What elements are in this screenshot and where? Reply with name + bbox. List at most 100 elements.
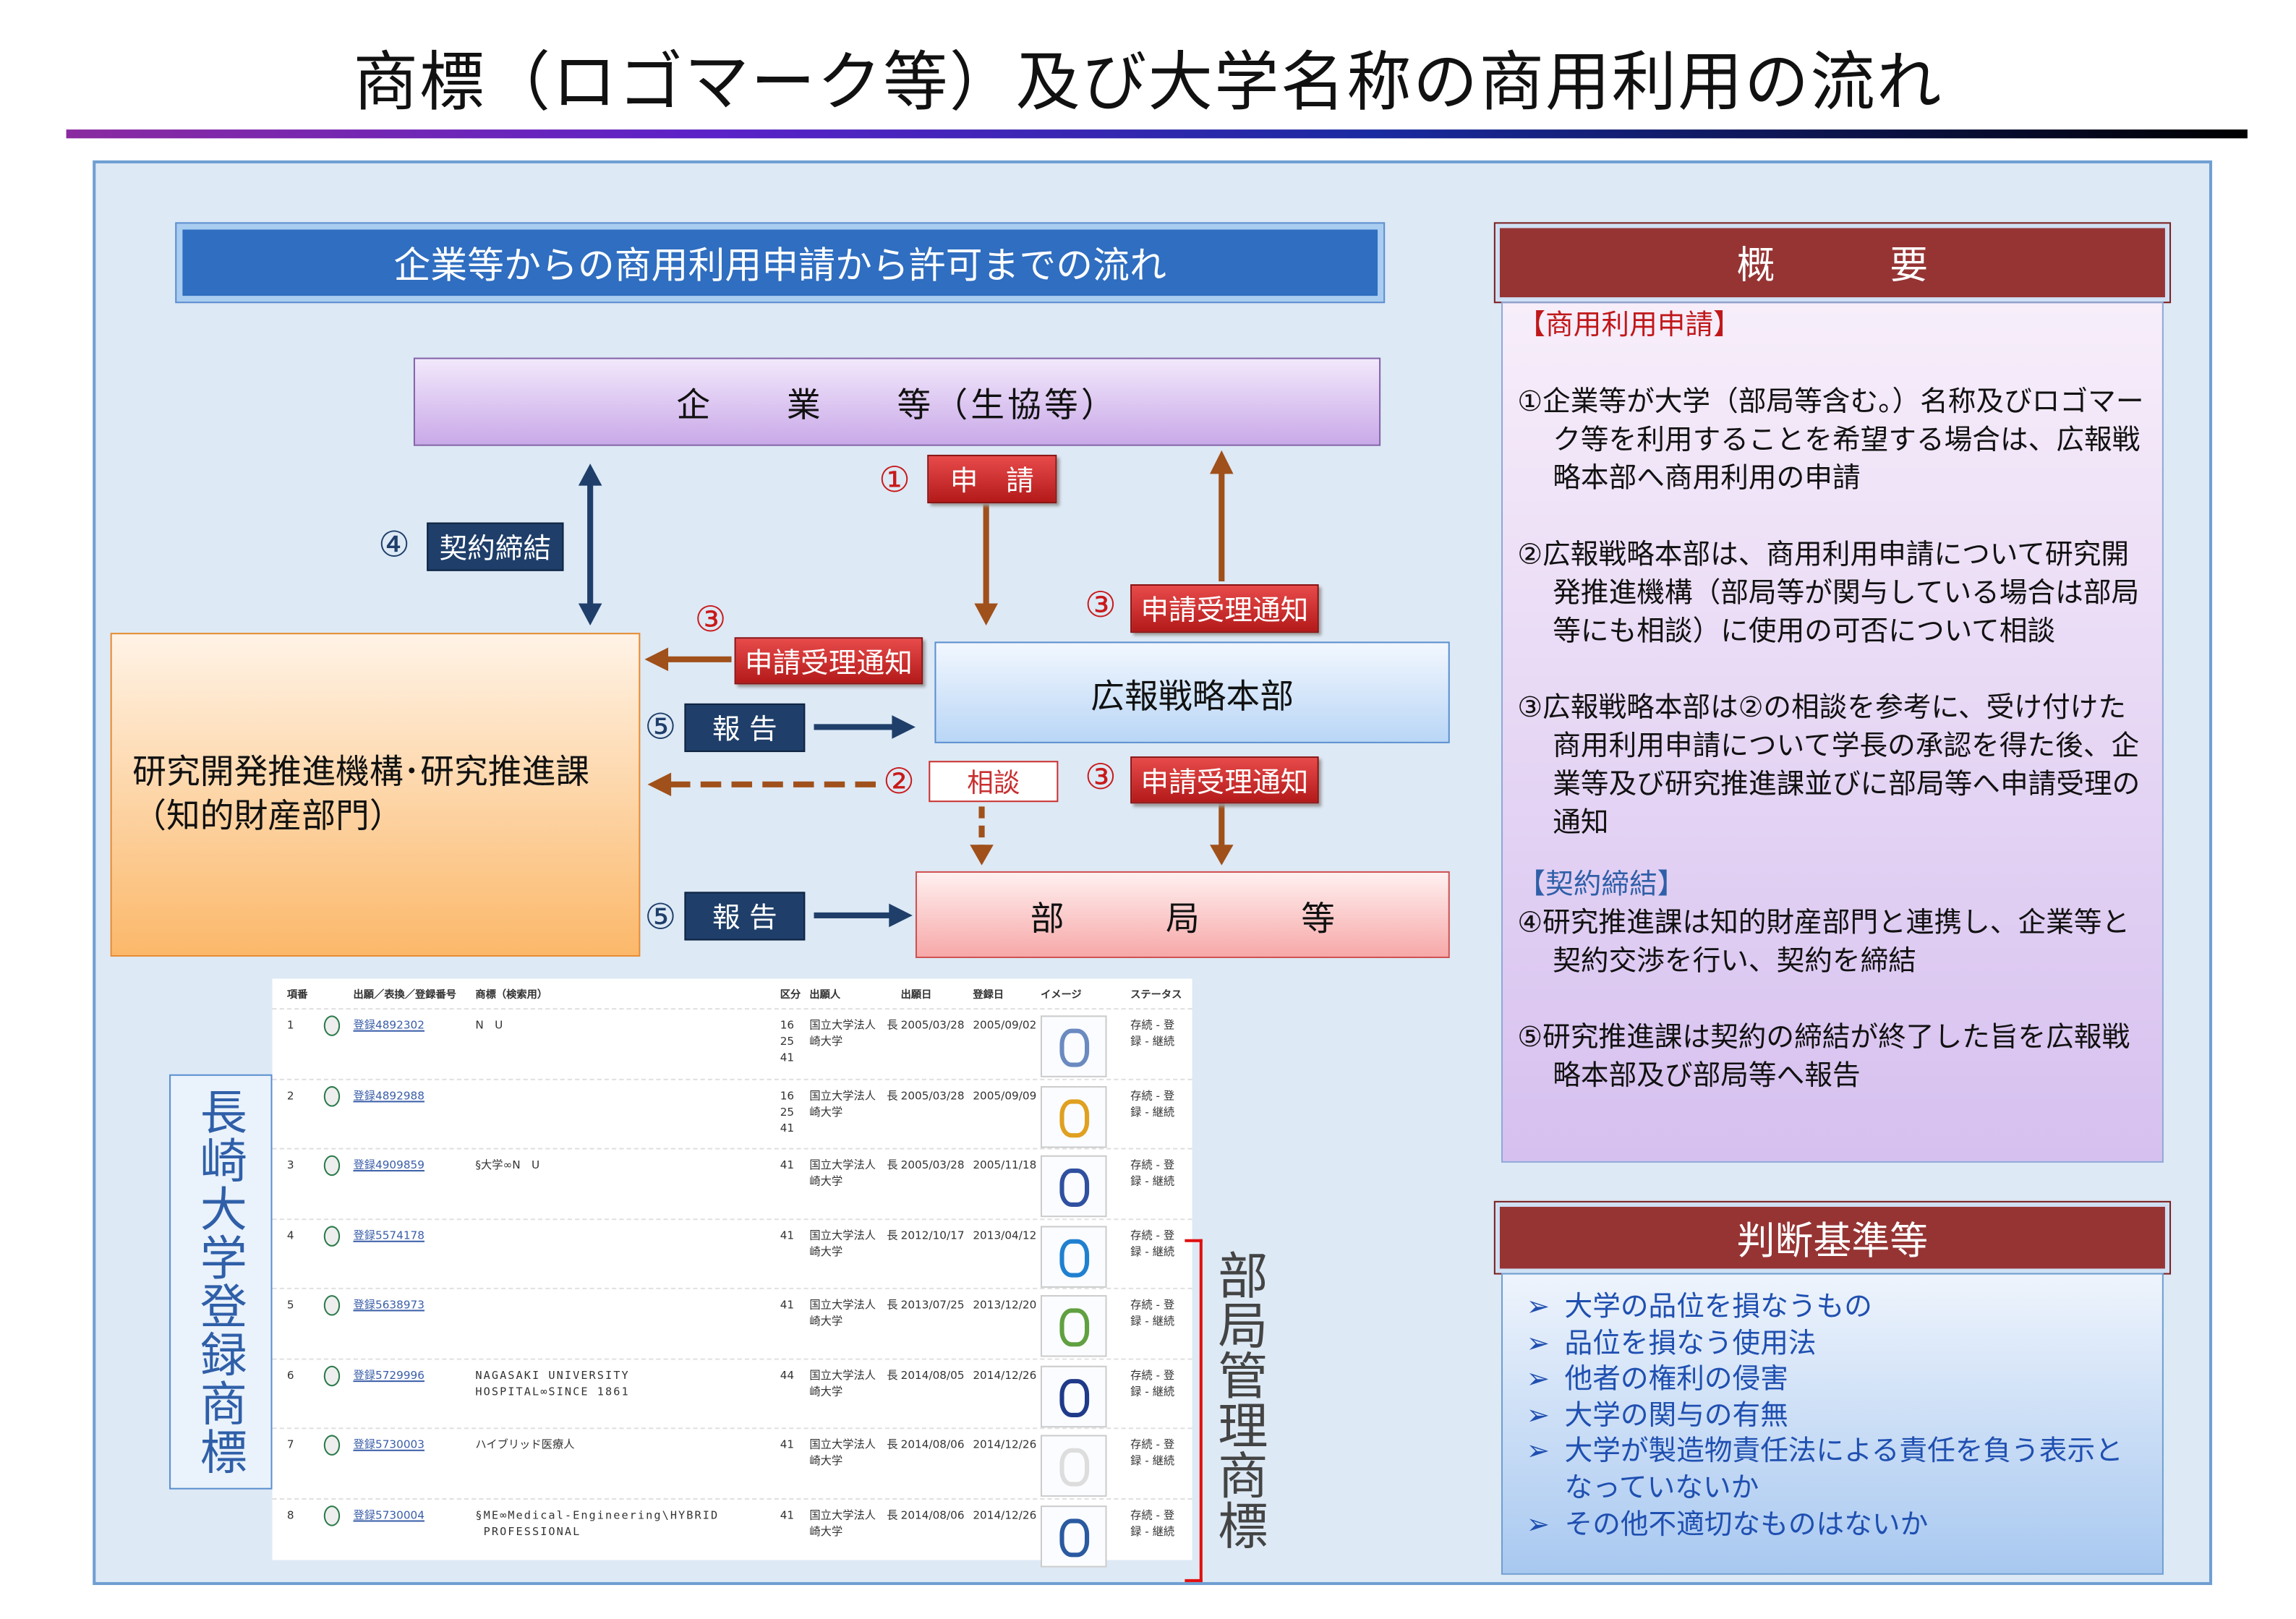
research-dept-name: 研究開発推進機構･研究推進課 [132,753,590,792]
trademark-image [1040,1435,1107,1497]
bracket [1185,1239,1203,1582]
research-dept-box: 研究開発推進機構･研究推進課 （知的財産部門） [110,633,641,957]
step3-notify-tag: 申請受理通知 [734,637,923,685]
trademark-table: 項番 出願／表換／登録番号 商標（検索用） 区分 出願人 出願日 登録日 イメー… [272,978,1192,1567]
arrow-notify-company [1210,450,1234,581]
arrow-report-bottom [814,903,913,928]
overview-step4: ④研究推進課は知的財産部門と連携し、企業等と契約交渉を行い、契約を締結 [1517,906,2130,978]
cell-filed: 2014/08/05 [900,1367,965,1382]
cell-no: 5 [286,1298,294,1312]
cell-registered: 2005/09/02 [973,1018,1037,1032]
trademark-image [1040,1295,1107,1357]
cell-no: 4 [286,1228,294,1242]
trademark-image [1040,1505,1107,1567]
cell-app: 国立大学法人 長 崎大学 [809,1158,898,1188]
cell-status: 存続 - 登 録 - 継続 [1130,1158,1175,1188]
col-header: 登録日 [973,988,1004,1001]
cell-cls: 16 25 41 [780,1018,795,1064]
registration-seal-icon [323,1505,341,1526]
section-contract: 【契約締結】 [1517,868,1686,901]
cell-registered: 2014/12/26 [973,1438,1037,1451]
section-application: 【商用利用申請】 [1517,309,1741,342]
cell-reg[interactable]: 登録4909859 [353,1158,424,1172]
col-header: 出願／表換／登録番号 [353,988,456,1001]
cell-app: 国立大学法人 長 崎大学 [809,1018,898,1048]
cell-app: 国立大学法人 長 崎大学 [809,1088,898,1118]
departments-box: 部 局 等 [915,871,1450,958]
cell-reg[interactable]: 登録5729996 [353,1367,424,1382]
trademark-image [1040,1364,1107,1427]
table-row: 6 登録5729996 NAGASAKI UNIVERSITY HOSPITAL∞S… [272,1357,1192,1427]
cell-reg[interactable]: 登録5730003 [353,1438,424,1451]
cell-filed: 2013/07/25 [900,1298,965,1312]
company-box: 企 業 等（生協等） [413,357,1381,446]
overview-header: 概 要 [1493,222,2172,304]
cell-status: 存続 - 登 録 - 継続 [1130,1508,1175,1537]
cell-mark: NAGASAKI UNIVERSITY HOSPITAL∞SINCE 1861 [475,1367,630,1398]
cell-no: 8 [286,1508,294,1521]
step2-consult-tag: 相談 [929,761,1059,803]
overview-step1: ①企業等が大学（部局等含む。）名称及びロゴマーク等を利用することを希望する場合は… [1517,385,2144,495]
arrow-apply-down [974,503,998,626]
cell-no: 2 [286,1088,294,1102]
overview-step3: ③広報戦略本部は②の相談を参考に、受け付けた商用利用申請について学長の承認を得た… [1517,691,2141,840]
cell-registered: 2013/12/20 [973,1298,1037,1312]
criteria-item: ➢大学の品位を損なうもの [1527,1289,2139,1325]
cell-app: 国立大学法人 長 崎大学 [809,1367,898,1398]
cell-registered: 2005/11/18 [973,1158,1037,1172]
arrow-notify-research [644,647,732,672]
criteria-text: 他者の権利の侵害 [1564,1363,1788,1396]
title-divider [66,129,2248,139]
cell-filed: 2005/03/28 [900,1018,965,1032]
step3-notify-tag: 申請受理通知 [1130,756,1319,804]
step1-number: ① [879,459,910,501]
cell-mark: N U [475,1018,503,1032]
arrow-bullet-icon: ➢ [1526,1363,1550,1396]
step3-number: ③ [1085,584,1117,626]
trademark-image [1040,1085,1107,1148]
cell-status: 存続 - 登 録 - 継続 [1130,1088,1175,1118]
cell-status: 存続 - 登 録 - 継続 [1130,1367,1175,1398]
step3-number: ③ [694,599,727,641]
cell-reg[interactable]: 登録4892302 [353,1018,424,1032]
cell-cls: 41 [780,1158,795,1172]
cell-filed: 2005/03/28 [900,1158,965,1172]
criteria-item: ➢ 大学の関与の有無 [1527,1398,2139,1434]
col-header: 商標（検索用） [475,988,548,1001]
arrow-bullet-icon: ➢ [1526,1327,1550,1359]
cell-mark: ハイブリッド医療人 [475,1438,575,1451]
cell-reg[interactable]: 登録4892988 [353,1088,424,1102]
cell-no: 1 [286,1018,294,1032]
step3-notify-tag: 申請受理通知 [1130,584,1319,633]
arrow-bullet-icon: ➢ [1526,1399,1550,1432]
registration-seal-icon [323,1155,341,1176]
cell-no: 6 [286,1367,294,1382]
criteria-item: ➢ 他者の権利の侵害 [1527,1362,2139,1398]
step4-contract-tag: 契約締結 [427,522,564,571]
arrow-bullet-icon: ➢ [1526,1290,1550,1323]
cell-registered: 2013/04/12 [973,1228,1037,1242]
col-header: 出願人 [809,988,841,1001]
flow-header: 企業等からの商用利用申請から許可までの流れ [175,222,1386,304]
trademark-image [1040,1015,1107,1077]
cell-mark: §ME∞Medical-Engineering\HYBRID PROFESSIO… [475,1508,720,1537]
cell-reg[interactable]: 登録5638973 [353,1298,424,1312]
col-header: イメージ [1040,988,1082,1001]
cell-filed: 2005/03/28 [900,1088,965,1102]
step4-number: ④ [378,524,410,565]
registration-seal-icon [323,1295,341,1316]
cell-app: 国立大学法人 長 崎大学 [809,1508,898,1537]
cell-reg[interactable]: 登録5574178 [353,1228,424,1242]
overview-step2: ②広報戦略本部は、商用利用申請について研究開発推進機構（部局等が関与している場合… [1517,538,2140,648]
criteria-header: 判断基準等 [1493,1200,2172,1275]
research-dept-sub: （知的財産部門） [132,798,404,837]
criteria-text: 大学の関与の有無 [1564,1399,1788,1432]
cell-reg[interactable]: 登録5730004 [353,1508,424,1521]
cell-app: 国立大学法人 長 崎大学 [809,1228,898,1258]
cell-cls: 41 [780,1508,795,1521]
